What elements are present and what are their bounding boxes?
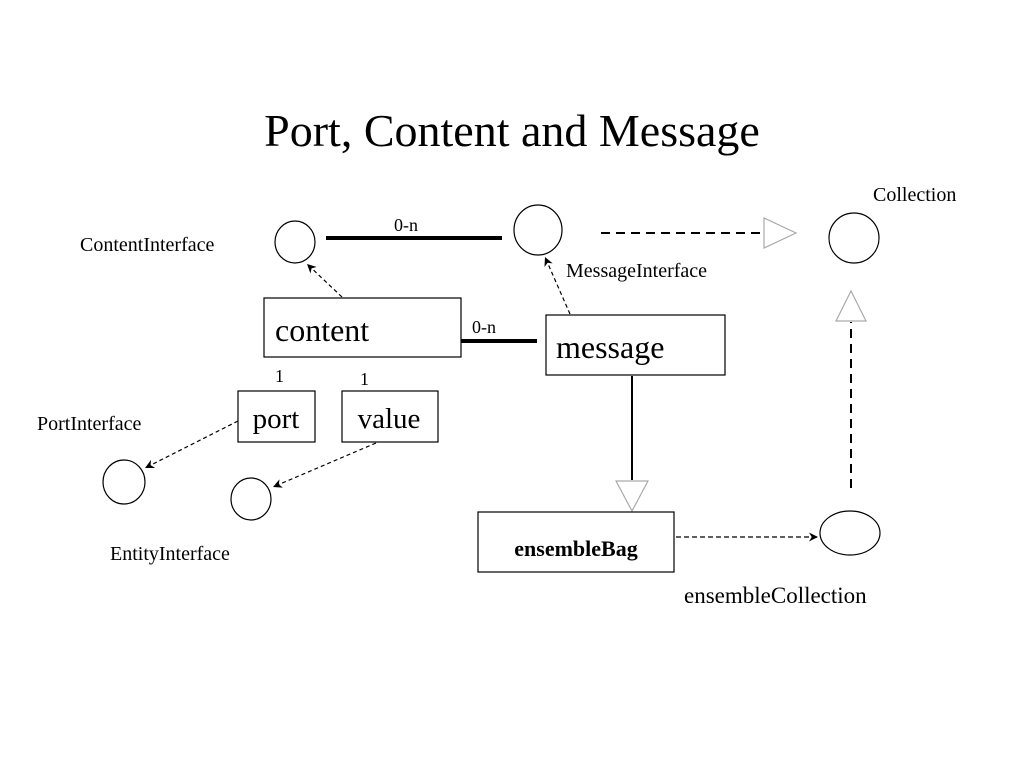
port-multiplicity-label: 1 [275, 366, 284, 386]
interface-multiplicity-label: 0-n [394, 215, 418, 235]
value-realizes-interface-arrow [272, 442, 377, 488]
entity-interface-circle [230, 477, 272, 521]
collection-label: Collection [873, 184, 956, 206]
message-interface-circle [513, 204, 563, 256]
slide-title: Port, Content and Message [264, 105, 760, 156]
content-realizes-interface-arrow [306, 263, 343, 298]
ensemble-collection-label: ensembleCollection [684, 583, 867, 608]
port-class-box [237, 390, 316, 443]
ensemble-bag-class-label: ensembleBag [514, 536, 637, 561]
collection-circle [828, 212, 880, 264]
value-multiplicity-label: 1 [360, 369, 369, 389]
message-interface-label: MessageInterface [566, 260, 707, 282]
collection-generalization-head [835, 289, 867, 322]
port-class-label: port [253, 403, 300, 435]
content-message-multiplicity-label: 0-n [472, 317, 496, 337]
ensemble-bag-class-box [477, 511, 675, 573]
port-interface-circle [102, 459, 146, 505]
message-class-label: message [556, 329, 664, 365]
bag-generalization-head [615, 480, 649, 513]
content-class-label: content [275, 312, 369, 348]
message-class-box [545, 314, 726, 376]
ensemble-collection-circle [819, 510, 881, 556]
port-realizes-interface-arrow [144, 420, 239, 469]
content-class-box [263, 297, 462, 358]
value-class-label: value [358, 403, 421, 435]
value-class-box [341, 390, 439, 443]
interface-generalization-head [763, 217, 798, 249]
port-interface-label: PortInterface [37, 413, 142, 435]
message-realizes-interface-arrow [544, 256, 571, 315]
content-interface-label: ContentInterface [80, 234, 214, 256]
content-interface-circle [274, 220, 316, 264]
entity-interface-label: EntityInterface [110, 543, 230, 565]
